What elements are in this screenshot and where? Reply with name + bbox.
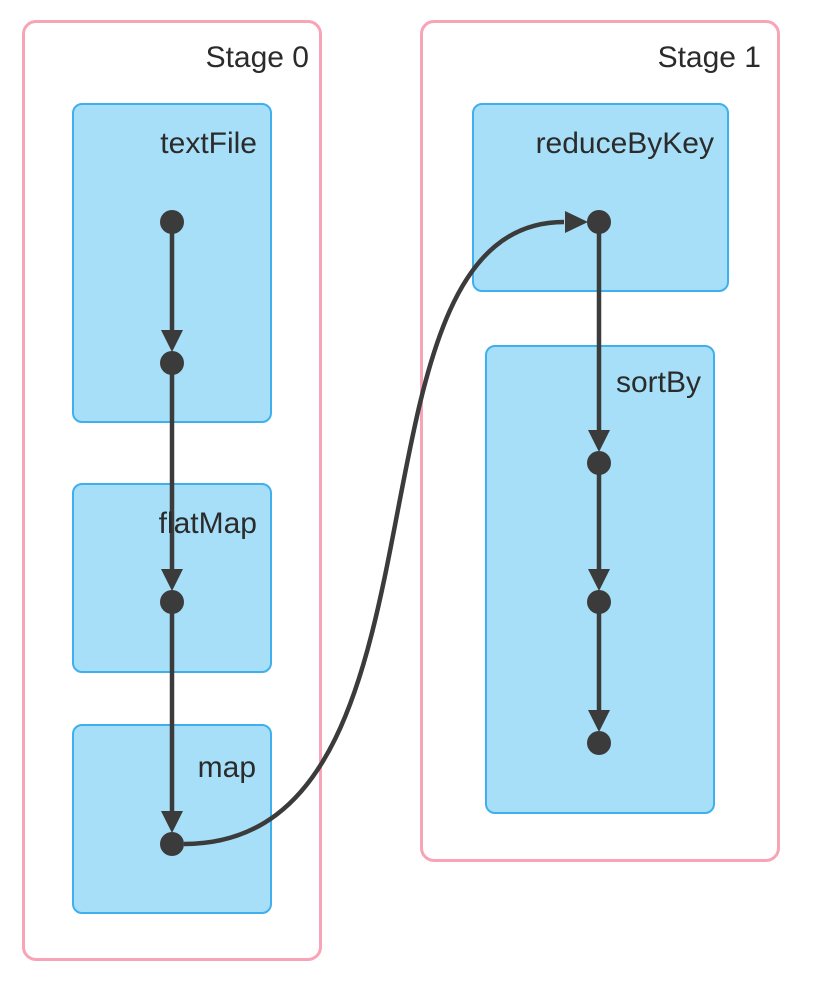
operation-box-sortby: sortBy [485,345,715,814]
stage-0-box[interactable]: Stage 0 textFile flatMap map [22,20,322,961]
operation-label-sortby: sortBy [615,366,701,399]
operation-label-map: map [197,751,256,784]
operation-label-textfile: textFile [160,127,257,160]
operation-box-reducebykey: reduceByKey [472,103,729,292]
operation-box-textfile: textFile [72,103,272,423]
operation-box-flatmap: flatMap [72,483,272,673]
stage-0-label: Stage 0 [205,41,309,74]
operation-box-map: map [72,724,272,914]
stage-1-box[interactable]: Stage 1 reduceByKey sortBy [420,20,780,862]
operation-label-reducebykey: reduceByKey [535,127,714,160]
stage-1-label: Stage 1 [657,41,761,74]
operation-label-flatmap: flatMap [158,507,257,540]
